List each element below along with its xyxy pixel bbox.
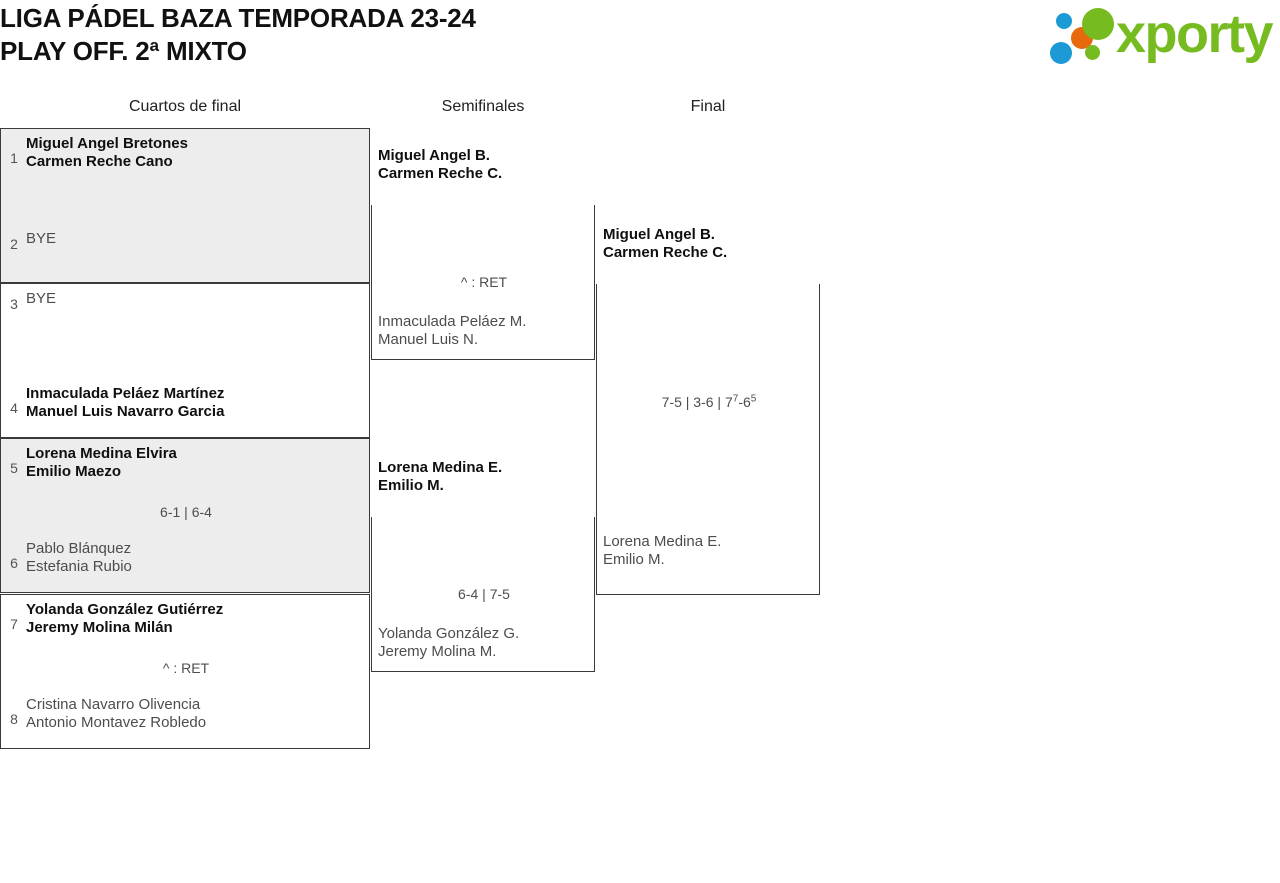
bracket-team[interactable]: 7 Yolanda González Gutiérrez Jeremy Moli… [1, 601, 371, 647]
team-names: Miguel Angel B. Carmen Reche C. [603, 226, 728, 261]
team-names: Cristina Navarro Olivencia Antonio Monta… [26, 696, 207, 731]
team-names: Miguel Angel B. Carmen Reche C. [378, 147, 503, 182]
xporty-logo[interactable]: xporty [1048, 4, 1276, 68]
bracket-team[interactable]: 4 Inmaculada Peláez Martínez Manuel Luis… [1, 385, 371, 431]
page-header: LIGA PÁDEL BAZA TEMPORADA 23-24 PLAY OFF… [0, 0, 1280, 75]
logo-wordmark: xporty [1116, 4, 1274, 64]
match-score: ^ : RET [162, 660, 210, 676]
match-quarterfinal-2[interactable]: 3 BYE 4 Inmaculada Peláez Martínez Manue… [0, 283, 370, 438]
match-score: 6-1 | 6-4 [160, 504, 212, 520]
bracket-team[interactable]: 3 BYE [1, 290, 371, 336]
team-names: Yolanda González G. Jeremy Molina M. [378, 625, 520, 660]
logo-dot-green-small [1085, 45, 1100, 60]
seed-number: 8 [10, 711, 18, 727]
team-names: BYE [26, 290, 57, 307]
bracket-team[interactable]: 1 Miguel Angel Bretones Carmen Reche Can… [1, 135, 371, 181]
team-names: Pablo Blánquez Estefania Rubio [26, 540, 132, 575]
team-names: Miguel Angel Bretones Carmen Reche Cano [26, 135, 188, 170]
bracket-team[interactable]: 6 Pablo Blánquez Estefania Rubio [1, 540, 371, 586]
match-score: 7-5 | 3-6 | 77-65 [661, 393, 757, 410]
match-final[interactable]: Miguel Angel B. Carmen Reche C. 7-5 | 3-… [596, 226, 820, 595]
page-title: LIGA PÁDEL BAZA TEMPORADA 23-24 PLAY OFF… [0, 3, 476, 66]
bracket-team[interactable]: 8 Cristina Navarro Olivencia Antonio Mon… [1, 696, 371, 742]
team-names: Lorena Medina Elvira Emilio Maezo [26, 445, 177, 480]
match-quarterfinal-4[interactable]: 7 Yolanda González Gutiérrez Jeremy Moli… [0, 594, 370, 749]
team-names: BYE [26, 230, 57, 247]
team-names: Inmaculada Peláez Martínez Manuel Luis N… [26, 385, 225, 420]
match-score: 6-4 | 7-5 [458, 586, 510, 602]
round-header-semifinals: Semifinales [441, 98, 525, 115]
seed-number: 4 [10, 400, 18, 416]
match-semifinal-2[interactable]: Lorena Medina E. Emilio M. 6-4 | 7-5 Yol… [371, 459, 595, 672]
bracket-team[interactable]: 5 Lorena Medina Elvira Emilio Maezo [1, 445, 371, 491]
seed-number: 2 [10, 236, 18, 252]
round-header-final: Final [690, 98, 726, 115]
round-header-quarterfinals: Cuartos de final [128, 98, 242, 115]
team-names: Yolanda González Gutiérrez Jeremy Molina… [26, 601, 224, 636]
team-names: Lorena Medina E. Emilio M. [603, 533, 722, 568]
seed-number: 5 [10, 460, 18, 476]
match-quarterfinal-1[interactable]: 1 Miguel Angel Bretones Carmen Reche Can… [0, 128, 370, 283]
match-quarterfinal-3[interactable]: 5 Lorena Medina Elvira Emilio Maezo 6-1 … [0, 438, 370, 593]
logo-dot-green-large [1082, 8, 1114, 40]
seed-number: 3 [10, 296, 18, 312]
logo-dot-blue-small [1056, 13, 1072, 29]
team-names: Lorena Medina E. Emilio M. [378, 459, 503, 494]
team-names: Inmaculada Peláez M. Manuel Luis N. [378, 313, 527, 348]
match-score: ^ : RET [460, 274, 508, 290]
bracket-team[interactable]: 2 BYE [1, 230, 371, 276]
match-semifinal-1[interactable]: Miguel Angel B. Carmen Reche C. ^ : RET … [371, 147, 595, 360]
seed-number: 6 [10, 555, 18, 571]
seed-number: 7 [10, 616, 18, 632]
seed-number: 1 [10, 150, 18, 166]
logo-dot-blue-large [1050, 42, 1072, 64]
